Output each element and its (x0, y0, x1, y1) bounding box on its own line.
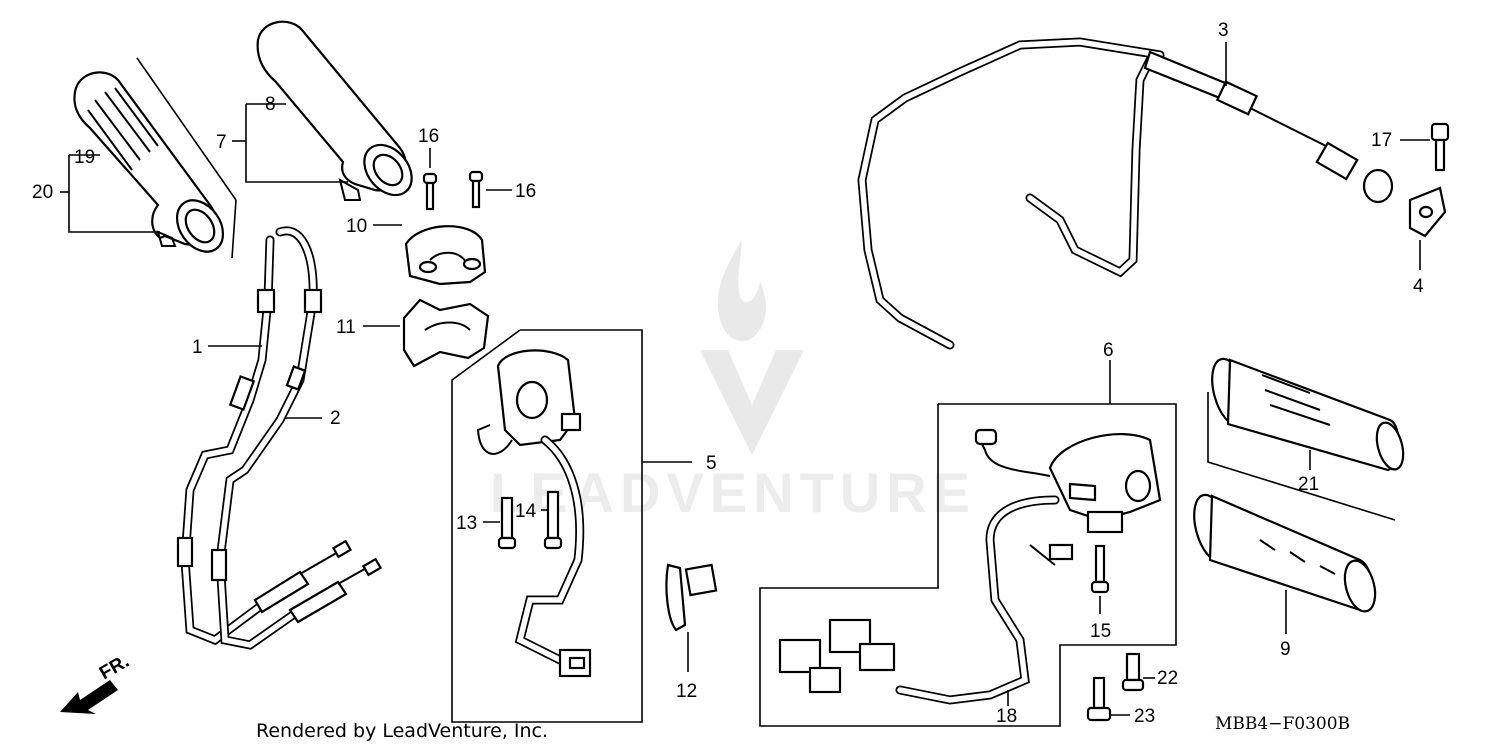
part-screw-15 (1090, 544, 1110, 594)
part-holder-4 (1408, 186, 1447, 238)
part-bolts-22-23 (1086, 652, 1145, 722)
part-bolt-17 (1430, 122, 1450, 172)
part-grip-throttle (256, 20, 413, 201)
callout-22: 22 (1157, 668, 1178, 689)
callout-8: 8 (265, 94, 276, 115)
callout-6: 6 (1103, 340, 1114, 361)
callout-17: 17 (1371, 130, 1392, 151)
callout-21: 21 (1298, 474, 1319, 495)
part-choke-cable (857, 37, 1394, 350)
callout-2: 2 (330, 408, 341, 429)
part-grip-21 (1211, 357, 1405, 472)
part-throttle-cables (176, 226, 383, 650)
callout-11: 11 (336, 317, 356, 338)
callout-18: 18 (996, 706, 1017, 727)
callout-3: 3 (1218, 20, 1229, 41)
front-direction-arrow: FR. (60, 651, 133, 714)
callout-16b: 16 (515, 181, 536, 202)
callout-13: 13 (456, 513, 477, 534)
callout-7: 7 (216, 132, 227, 153)
part-switch-left (476, 349, 592, 678)
watermark-text: LEADVENTURE (490, 461, 976, 524)
callout-labels: 1 2 3 4 5 6 7 8 9 10 11 12 13 14 15 16 1… (32, 20, 1424, 727)
callout-19: 19 (74, 147, 95, 168)
part-holder-lower (402, 298, 490, 368)
part-grip-9 (1193, 493, 1377, 613)
callout-4: 4 (1413, 276, 1424, 297)
callout-16a: 16 (418, 126, 439, 147)
callout-20: 20 (32, 182, 53, 203)
callout-9: 9 (1280, 639, 1291, 660)
part-switch-right (778, 428, 1162, 705)
credit-text: Rendered by LeadVenture, Inc. (256, 720, 548, 742)
callout-12: 12 (676, 681, 697, 702)
fr-label: FR. (96, 651, 133, 684)
callout-5: 5 (706, 453, 717, 474)
part-bolts-13-14 (497, 490, 563, 550)
callout-10: 10 (346, 216, 367, 237)
drawing-code: MBB4−F0300B (1215, 714, 1350, 734)
part-screws-16 (422, 170, 484, 211)
callout-14: 14 (515, 501, 537, 522)
callout-1: 1 (192, 337, 203, 358)
part-grip-left (73, 71, 225, 253)
callout-15: 15 (1090, 621, 1111, 642)
part-band-12 (665, 563, 718, 632)
part-holder-upper (404, 225, 487, 286)
callout-23: 23 (1134, 706, 1155, 727)
